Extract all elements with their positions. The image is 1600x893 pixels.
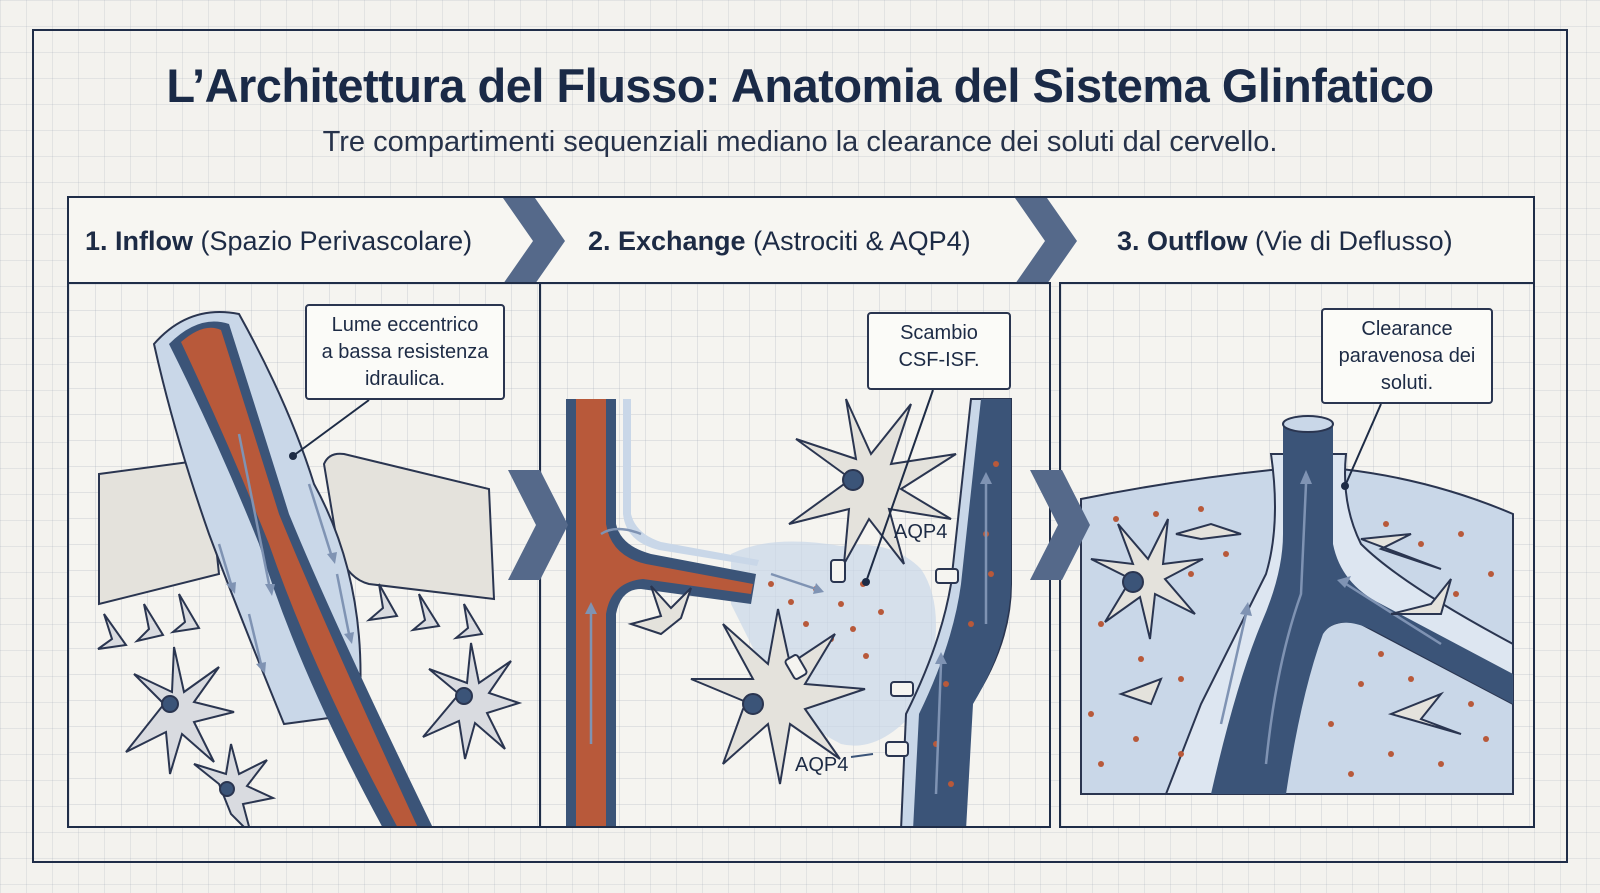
callout-outflow-line1: Clearance <box>1361 318 1453 340</box>
stage-header-row: 1. Inflow (Spazio Perivascolare) 2. Exch… <box>67 196 1535 284</box>
callout-outflow: Clearance paravenosa dei soluti. <box>1321 308 1493 404</box>
label-aqp4-top: AQP4 <box>894 521 948 543</box>
aqp4-channel-icon <box>784 559 959 757</box>
header-outflow-rest: (Vie di Deflusso) <box>1247 226 1453 256</box>
callout-exchange-line1: Scambio <box>900 322 978 344</box>
header-exchange-bold: 2. Exchange <box>588 226 746 256</box>
callout-outflow-line2: paravenosa dei <box>1338 345 1476 367</box>
header-inflow: 1. Inflow (Spazio Perivascolare) <box>85 198 472 284</box>
outer-frame <box>32 29 1568 863</box>
callout-inflow-line3: idraulica. <box>364 368 446 390</box>
chevron-right-icon-2 <box>1030 470 1090 580</box>
header-chevron-2-icon <box>1015 198 1077 284</box>
callout-outflow-line3: soluti. <box>1380 372 1434 394</box>
exchange-illustration <box>566 389 1012 826</box>
header-exchange: 2. Exchange (Astrociti & AQP4) <box>588 198 971 284</box>
panel-inflow: Lume eccentrico a bassa resistenza idrau… <box>67 282 541 828</box>
header-chevron-1-icon <box>503 198 565 284</box>
header-inflow-rest: (Spazio Perivascolare) <box>193 226 473 256</box>
inflow-illustration <box>97 311 523 826</box>
page-title: L’Architettura del Flusso: Anatomia del … <box>166 59 1434 112</box>
header-outflow-bold: 3. Outflow <box>1117 226 1248 256</box>
callout-inflow-line1: Lume eccentrico <box>331 314 479 336</box>
panel-outflow: Clearance paravenosa dei soluti. <box>1059 282 1535 828</box>
page-subtitle: Tre compartimenti sequenziali mediano la… <box>322 126 1278 158</box>
header-inflow-bold: 1. Inflow <box>85 226 193 256</box>
callout-exchange-line2: CSF-ISF. <box>898 349 980 371</box>
astrocyte-icon <box>125 646 235 775</box>
panel-exchange: Scambio CSF-ISF. AQP4 AQP4 <box>539 282 1051 828</box>
header-exchange-rest: (Astrociti & AQP4) <box>745 226 971 256</box>
header-outflow: 3. Outflow (Vie di Deflusso) <box>1117 198 1453 284</box>
chevron-right-icon <box>508 470 568 580</box>
outflow-illustration <box>1080 403 1514 795</box>
callout-inflow: Lume eccentrico a bassa resistenza idrau… <box>305 304 505 400</box>
callout-exchange: Scambio CSF-ISF. <box>867 312 1011 390</box>
label-aqp4-bottom: AQP4 <box>795 754 849 776</box>
callout-inflow-line2: a bassa resistenza <box>321 341 489 363</box>
